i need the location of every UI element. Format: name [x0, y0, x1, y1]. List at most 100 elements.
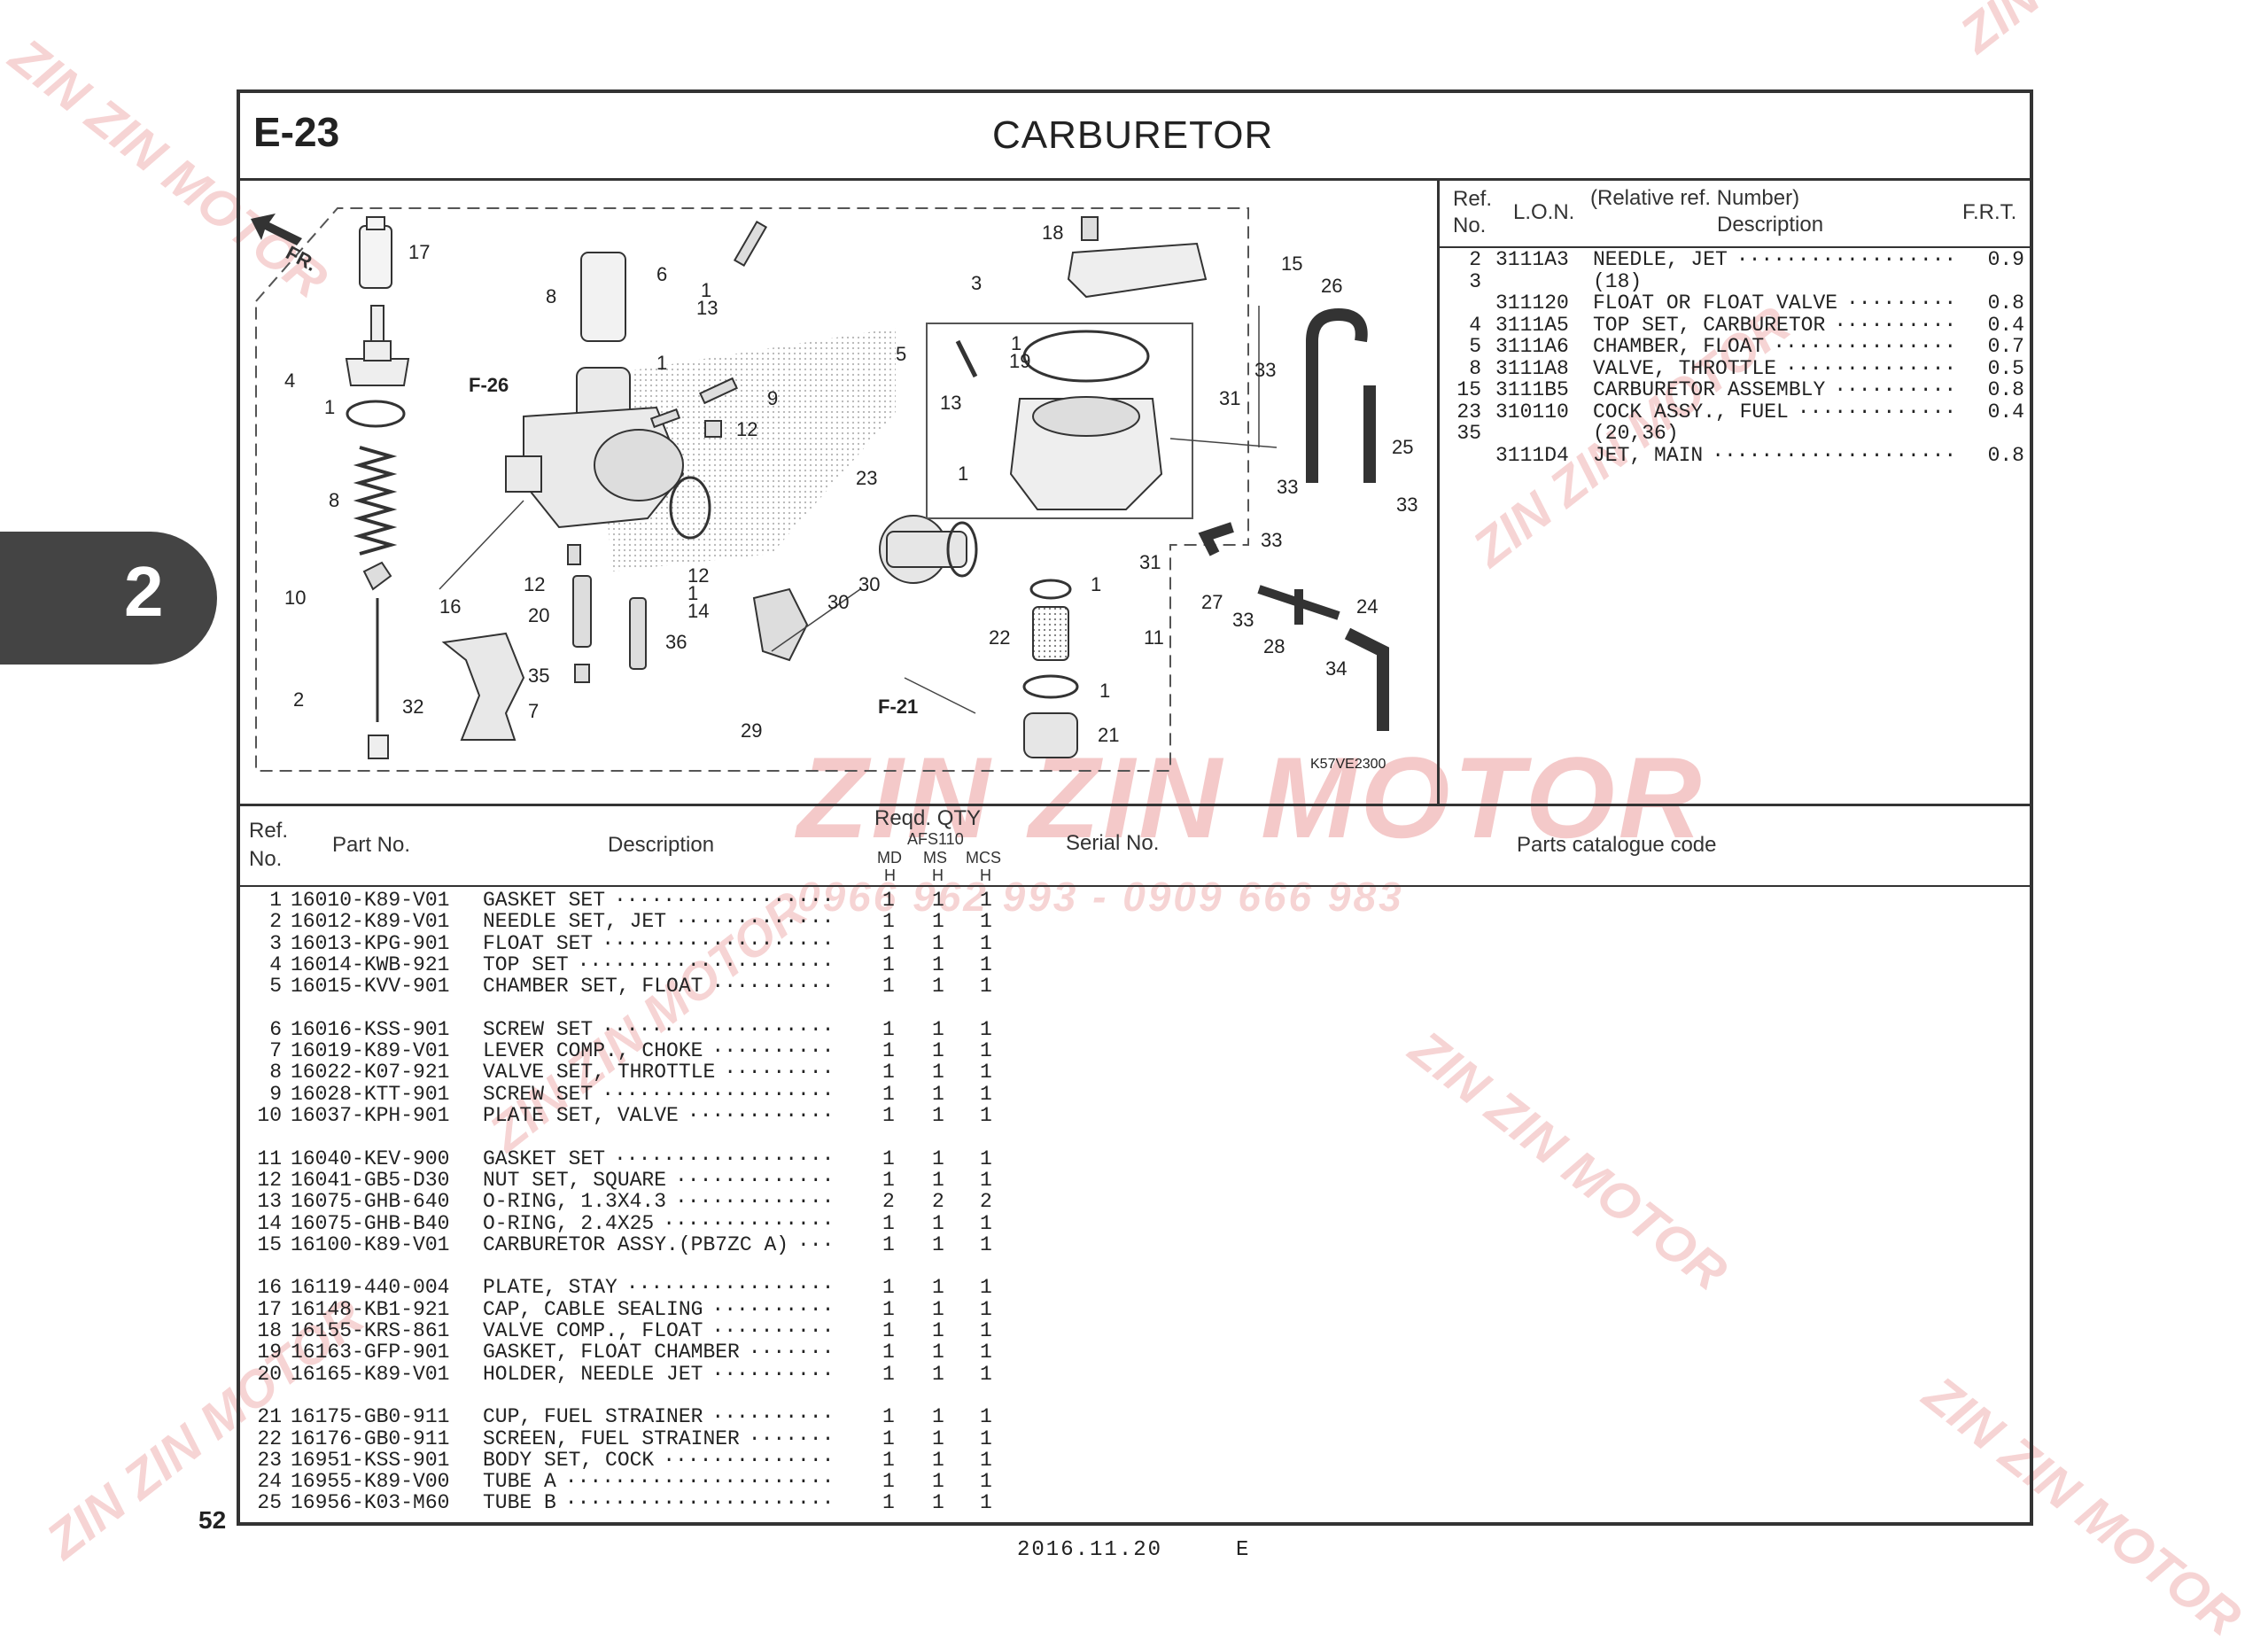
lon-header-relative: (Relative ref. Number): [1590, 186, 1800, 210]
part-description: GASKET SET: [483, 889, 606, 912]
dot-leader: ········································…: [711, 975, 837, 999]
qty-md: 1: [882, 952, 895, 976]
svg-text:34: 34: [1325, 657, 1347, 680]
carburetor-exploded-diagram: FR.: [251, 207, 1418, 772]
part-number: 16075-GHB-640: [291, 1190, 450, 1214]
lon-frt: 0.9: [1987, 248, 2024, 271]
svg-text:6: 6: [656, 263, 667, 285]
dot-leader: ········································…: [675, 910, 837, 934]
qty-mcs: 1: [980, 931, 992, 955]
page-title: CARBURETOR: [992, 113, 1274, 157]
svg-text:23: 23: [856, 467, 877, 489]
qty-mcs: 1: [980, 1405, 992, 1429]
part-description: HOLDER, NEEDLE JET: [483, 1362, 703, 1386]
qty-ms: 1: [932, 1017, 944, 1041]
parts-header-description: Description: [608, 833, 715, 857]
part-ref: 9: [269, 1082, 282, 1106]
tee-28: [1257, 585, 1340, 625]
plate-part: [362, 561, 392, 591]
qty-mcs: 1: [980, 1341, 992, 1364]
dot-leader: ········································…: [675, 1168, 837, 1192]
svg-text:1: 1: [1011, 332, 1021, 354]
strainer-gasket: [1022, 674, 1079, 699]
part-ref: 6: [269, 1017, 282, 1041]
lon-description: VALVE, THROTTLE: [1593, 356, 1777, 380]
lon-ref: 4: [1469, 313, 1481, 337]
dot-leader: ········································…: [614, 889, 837, 912]
dot-leader: ········································…: [564, 1470, 837, 1494]
dot-leader: ········································…: [1785, 356, 1953, 380]
lon-header-description: Description: [1717, 213, 1824, 237]
qty-mcs: 1: [980, 1147, 992, 1170]
part-description: PLATE, STAY: [483, 1276, 617, 1300]
qty-ms: 1: [932, 1232, 944, 1256]
part-number: 16028-KTT-901: [291, 1082, 450, 1106]
part-number: 16041-GB5-D30: [291, 1168, 450, 1192]
dot-leader: ········································…: [577, 952, 837, 976]
qty-mcs: 1: [980, 1061, 992, 1084]
qty-md: 1: [882, 1491, 895, 1515]
part-description: FLOAT SET: [483, 931, 594, 955]
float-detail-box: [926, 323, 1193, 519]
dot-leader: ········································…: [711, 1405, 837, 1429]
svg-text:29: 29: [741, 719, 762, 742]
svg-text:30: 30: [858, 573, 880, 595]
svg-text:36: 36: [665, 631, 687, 653]
qty-mcs: 1: [980, 910, 992, 934]
part-ref: 4: [269, 952, 282, 976]
qty-mcs: 1: [980, 1426, 992, 1450]
qty-ms: 1: [932, 1448, 944, 1472]
svg-text:33: 33: [1261, 529, 1282, 551]
lon-ref: 5: [1469, 335, 1481, 358]
qty-md: 1: [882, 1147, 895, 1170]
qty-ms: 1: [932, 931, 944, 955]
dot-leader: ········································…: [711, 1039, 837, 1063]
lon-ref: 3: [1469, 269, 1481, 293]
part-number: 16176-GB0-911: [291, 1426, 450, 1450]
qty-ms: 1: [932, 1470, 944, 1494]
part-description: CUP, FUEL STRAINER: [483, 1405, 703, 1429]
strainer-gasket: [1029, 579, 1072, 600]
qty-mcs: 1: [980, 1168, 992, 1192]
svg-text:2: 2: [293, 688, 304, 711]
fig-ref-f21: F-21: [878, 696, 918, 718]
lon-frt: 0.7: [1987, 335, 2024, 358]
part-description: NUT SET, SQUARE: [483, 1168, 667, 1192]
dot-leader: ········································…: [625, 1276, 837, 1300]
dot-leader: ········································…: [602, 931, 837, 955]
qty-md: 1: [882, 910, 895, 934]
fuel-strainer-cup: [1023, 712, 1078, 758]
part-ref: 2: [269, 910, 282, 934]
fig-ref-f26: F-26: [469, 374, 509, 396]
part-number: 16165-K89-V01: [291, 1362, 450, 1386]
jet-part: [574, 664, 590, 683]
qty-md: 1: [882, 1341, 895, 1364]
part-number: 16119-440-004: [291, 1276, 450, 1300]
part-number: 16148-KB1-921: [291, 1297, 450, 1321]
svg-text:7: 7: [528, 700, 539, 722]
qty-ms: 1: [932, 1061, 944, 1084]
dot-leader: ········································…: [711, 1362, 837, 1386]
dot-leader: ········································…: [1834, 378, 1953, 401]
svg-text:10: 10: [284, 587, 306, 609]
throttle-valve: [580, 252, 626, 342]
divider: [237, 885, 2033, 887]
part-description: TUBE B: [483, 1491, 556, 1515]
svg-text:1: 1: [324, 396, 335, 418]
part-description: BODY SET, COCK: [483, 1448, 655, 1472]
dot-leader: ········································…: [711, 1319, 837, 1342]
figure-code: K57VE2300: [1310, 757, 1386, 772]
dot-leader: ········································…: [1834, 313, 1953, 337]
qty-ms: 1: [932, 1341, 944, 1364]
parts-header-model: AFS110: [907, 830, 964, 848]
qty-md: 1: [882, 1319, 895, 1342]
part-number: 16013-KPG-901: [291, 931, 450, 955]
qty-mcs: 1: [980, 1448, 992, 1472]
part-number: 16956-K03-M60: [291, 1491, 450, 1515]
lon-description: FLOAT OR FLOAT VALVE: [1593, 292, 1838, 315]
lon-code: 3111A8: [1495, 356, 1569, 380]
parts-header-md: MD: [877, 849, 902, 867]
lon-frt: 0.4: [1987, 400, 2024, 424]
front-arrow-icon: [251, 214, 302, 245]
svg-text:22: 22: [989, 626, 1010, 649]
